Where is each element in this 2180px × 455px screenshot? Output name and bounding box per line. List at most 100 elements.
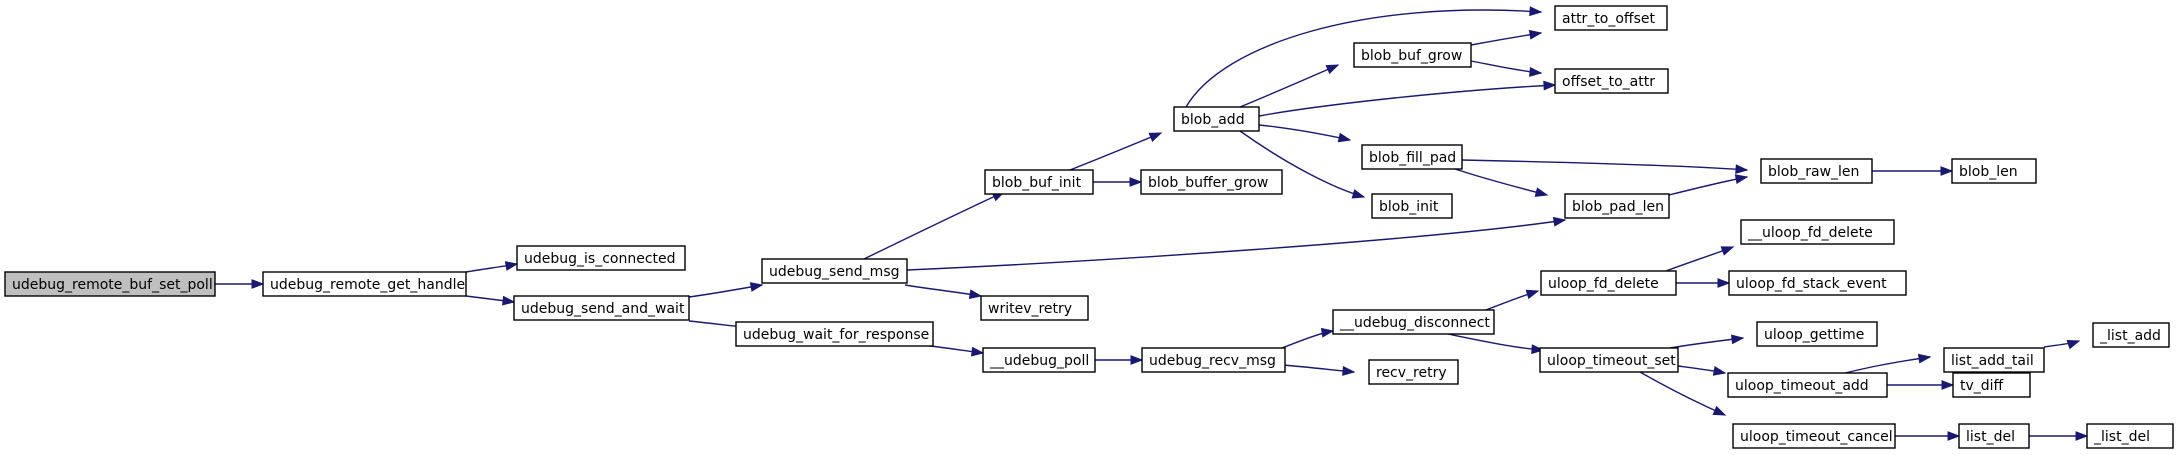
call-edge-line [1844, 356, 1931, 374]
function-label: tv_diff [1960, 378, 2004, 394]
call-edge-line [1461, 159, 1748, 171]
arrowhead-icon [1720, 246, 1735, 256]
function-label: blob_raw_len [1768, 164, 1859, 180]
call-edge-line [1451, 167, 1548, 196]
function-box [1728, 270, 1907, 296]
call-edge [1093, 177, 1143, 187]
arrowhead-icon [971, 346, 985, 357]
call-edge-line [904, 284, 982, 297]
arrowhead-icon [1528, 29, 1543, 40]
function-node[interactable]: offset_to_attr [1554, 68, 1669, 94]
function-label: udebug_remote_buf_set_poll [12, 277, 213, 293]
call-edge [2043, 339, 2081, 350]
call-edge [1447, 333, 1545, 355]
arrowhead-icon [1529, 67, 1543, 77]
function-label: blob_init [1379, 199, 1439, 215]
call-edge [1844, 353, 1932, 374]
function-box [1554, 68, 1669, 94]
call-edge [1677, 365, 1727, 376]
function-node[interactable]: recv_retry [1368, 359, 1459, 385]
function-label: udebug_wait_for_response [743, 327, 929, 343]
function-box [1140, 169, 1283, 195]
arrowhead-icon [251, 279, 265, 289]
function-node[interactable]: _list_del [2086, 423, 2174, 449]
function-box [1564, 193, 1670, 219]
function-node[interactable]: uloop_timeout_add [1727, 372, 1888, 398]
call-edge [1185, 6, 1543, 108]
call-edge [1239, 130, 1366, 199]
arrowhead-icon [968, 289, 983, 300]
function-node[interactable]: blob_buffer_grow [1140, 169, 1283, 195]
call-edge [1451, 167, 1549, 197]
arrowhead-icon [1717, 278, 1731, 288]
function-box [2092, 322, 2170, 348]
arrowhead-icon [749, 282, 764, 292]
function-box [1539, 347, 1679, 373]
function-box [1756, 321, 1878, 347]
function-node[interactable]: udebug_remote_get_handle [262, 271, 467, 297]
function-node[interactable]: blob_add [1173, 106, 1260, 132]
function-label: blob_len [1959, 164, 2018, 180]
function-box [1732, 423, 1896, 449]
function-label: offset_to_attr [1562, 74, 1655, 90]
arrowhead-icon [1337, 132, 1352, 143]
function-node[interactable]: blob_len [1951, 158, 2037, 184]
function-node[interactable]: blob_pad_len [1564, 193, 1670, 219]
function-node[interactable]: uloop_gettime [1756, 321, 1878, 347]
function-node[interactable]: _list_add [2092, 322, 2170, 348]
function-box [984, 169, 1094, 195]
function-box [1332, 309, 1495, 335]
call-edge-line [1258, 124, 1351, 141]
function-node[interactable]: list_add_tail [1943, 347, 2045, 373]
function-node[interactable]: blob_fill_pad [1361, 144, 1463, 170]
function-label: udebug_send_and_wait [521, 301, 685, 317]
arrowhead-icon [1130, 355, 1144, 365]
function-node[interactable]: uloop_fd_stack_event [1728, 270, 1907, 296]
function-node[interactable]: blob_raw_len [1760, 158, 1873, 184]
function-box [982, 347, 1096, 373]
call-graph-edges [215, 6, 2089, 441]
function-node[interactable]: uloop_fd_delete [1540, 270, 1677, 296]
function-label: blob_fill_pad [1369, 150, 1456, 166]
call-edge [1895, 431, 1961, 441]
function-node[interactable]: __udebug_disconnect [1332, 309, 1495, 335]
function-node[interactable]: attr_to_offset [1554, 5, 1668, 31]
call-edge-line [1639, 371, 1726, 416]
function-node[interactable]: __udebug_poll [982, 347, 1096, 373]
function-box [1554, 5, 1668, 31]
function-box [2086, 423, 2174, 449]
function-label: _list_add [2099, 328, 2161, 344]
function-node[interactable]: udebug_is_connected [516, 245, 686, 271]
function-box [735, 321, 934, 347]
function-node[interactable]: uloop_timeout_set [1539, 347, 1679, 373]
function-node[interactable]: udebug_recv_msg [1141, 347, 1286, 373]
function-node[interactable]: udebug_wait_for_response [735, 321, 934, 347]
function-node[interactable]: udebug_send_msg [761, 258, 908, 284]
function-box [1353, 42, 1472, 68]
function-node[interactable]: list_del [1958, 423, 2030, 449]
function-node[interactable]: blob_buf_init [984, 169, 1094, 195]
function-box [1368, 359, 1459, 385]
function-node[interactable]: udebug_send_and_wait [513, 295, 690, 321]
arrowhead-icon [504, 261, 519, 271]
function-node[interactable]: tv_diff [1952, 372, 2031, 398]
function-node[interactable]: blob_init [1371, 193, 1453, 219]
call-edge-line [1668, 176, 1748, 196]
function-box [516, 245, 686, 271]
function-box [1952, 372, 2031, 398]
call-edge [1675, 278, 1731, 288]
arrowhead-icon [1325, 64, 1340, 75]
call-edge [929, 345, 985, 357]
function-node[interactable]: uloop_timeout_cancel [1732, 423, 1896, 449]
function-node[interactable]: blob_buf_grow [1353, 42, 1472, 68]
call-edge [1470, 29, 1543, 46]
function-label: uloop_timeout_cancel [1740, 429, 1893, 445]
root-function-node[interactable]: udebug_remote_buf_set_poll [4, 271, 216, 297]
function-label: _list_del [2093, 429, 2150, 445]
function-node[interactable]: __uloop_fd_delete [1740, 219, 1895, 245]
arrowhead-icon [1529, 6, 1543, 17]
function-node[interactable]: writev_retry [980, 295, 1089, 321]
call-edge [1281, 327, 1335, 349]
call-edge [1095, 355, 1144, 365]
